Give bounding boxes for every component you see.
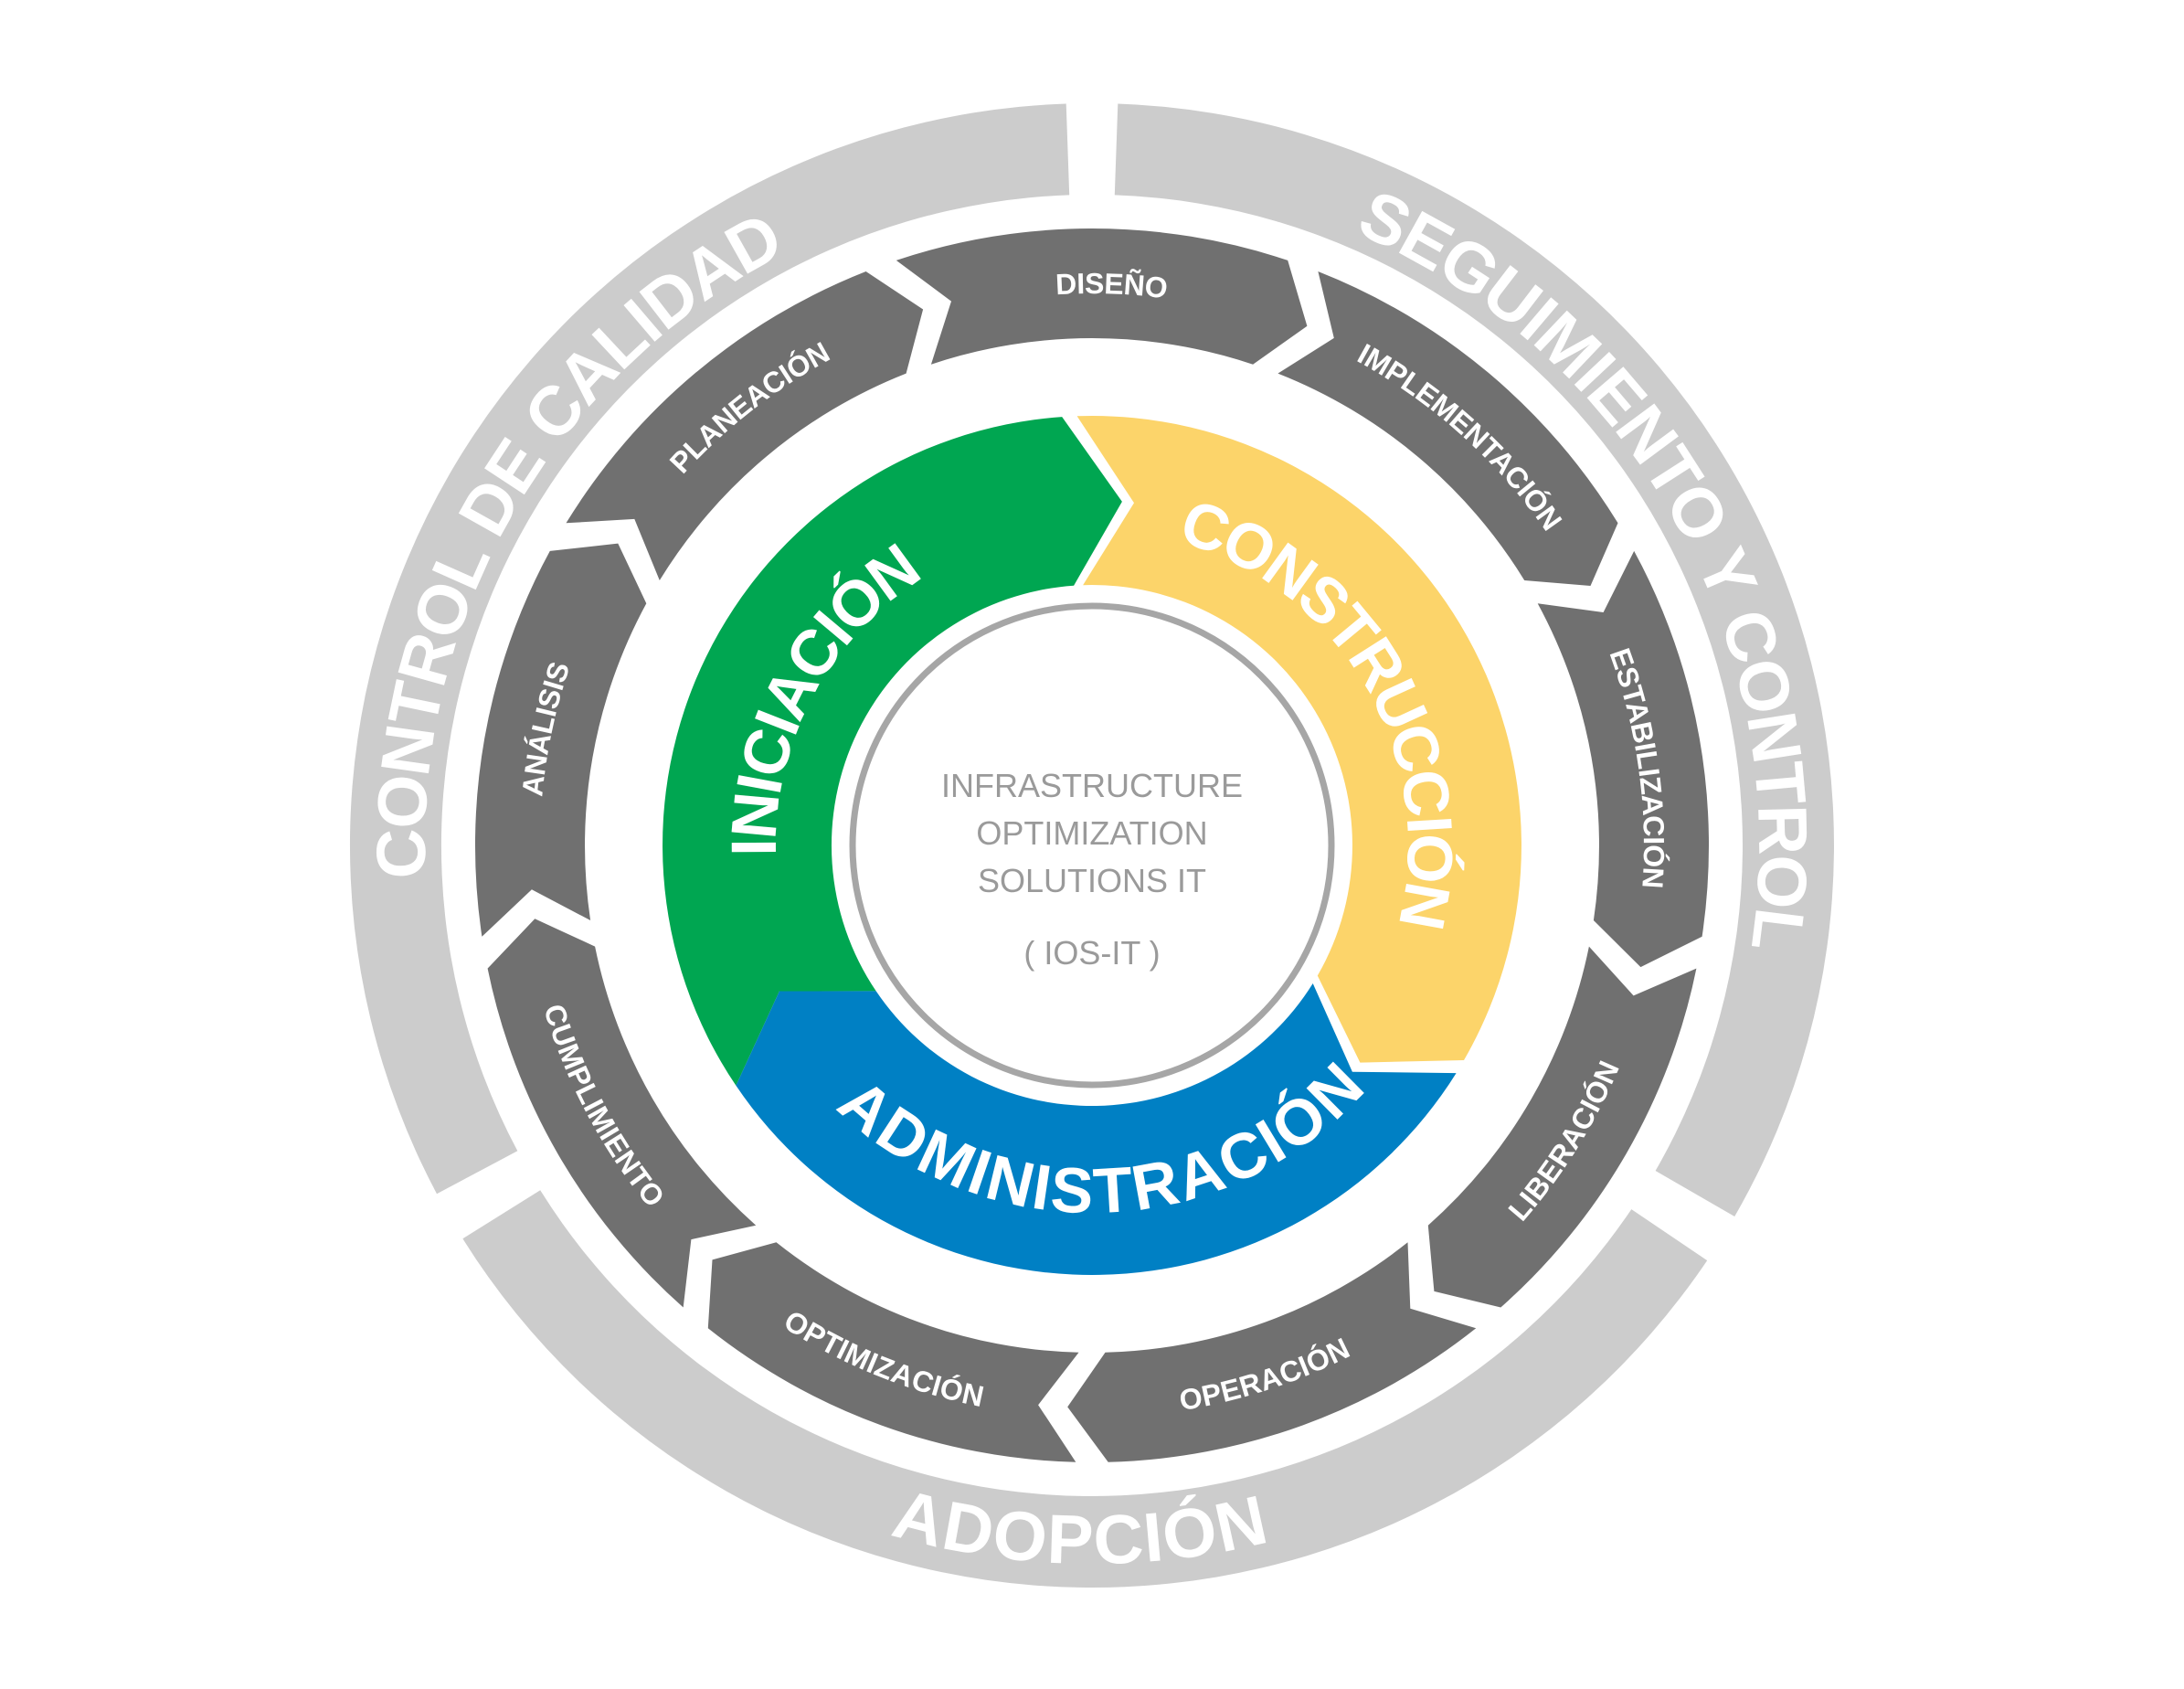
outer-segment-label-3-text: ADOPCIÓN <box>885 1474 1274 1579</box>
step-diseno <box>896 228 1308 365</box>
step-planeacion <box>566 271 924 580</box>
step-operacion <box>1067 1242 1477 1462</box>
step-optimizacion <box>707 1242 1079 1462</box>
phase-construccion <box>1076 416 1521 1063</box>
step-analisis <box>474 543 647 937</box>
step-liberacion <box>1427 946 1697 1308</box>
step-implementacion <box>1278 271 1618 586</box>
center-line-3: SOLUTIONS IT <box>978 862 1206 899</box>
step-label-diseno-text: DISEÑO <box>1055 267 1169 304</box>
center-line-2: OPTIMIZATION <box>976 814 1207 852</box>
outer-segment-label-3: ADOPCIÓN <box>885 1474 1274 1579</box>
phase-administracion <box>736 983 1457 1275</box>
outer-segment-2 <box>1114 103 1834 1216</box>
step-cumplimiento <box>487 919 757 1308</box>
outer-segment-3 <box>462 1190 1708 1588</box>
center-ring <box>849 602 1335 1089</box>
step-estabilizacion <box>1537 550 1710 968</box>
step-label-diseno: DISEÑO <box>1055 267 1169 304</box>
center-circle: INFRASTRUCTURE OPTIMIZATION SOLUTIONS IT… <box>849 602 1335 1089</box>
center-line-1: INFRASTRUCTURE <box>941 767 1243 804</box>
outer-segment-1 <box>349 103 1070 1195</box>
phase-iniciacion <box>663 417 1122 1086</box>
center-acronym: ( IOS-IT ) <box>1023 934 1160 972</box>
